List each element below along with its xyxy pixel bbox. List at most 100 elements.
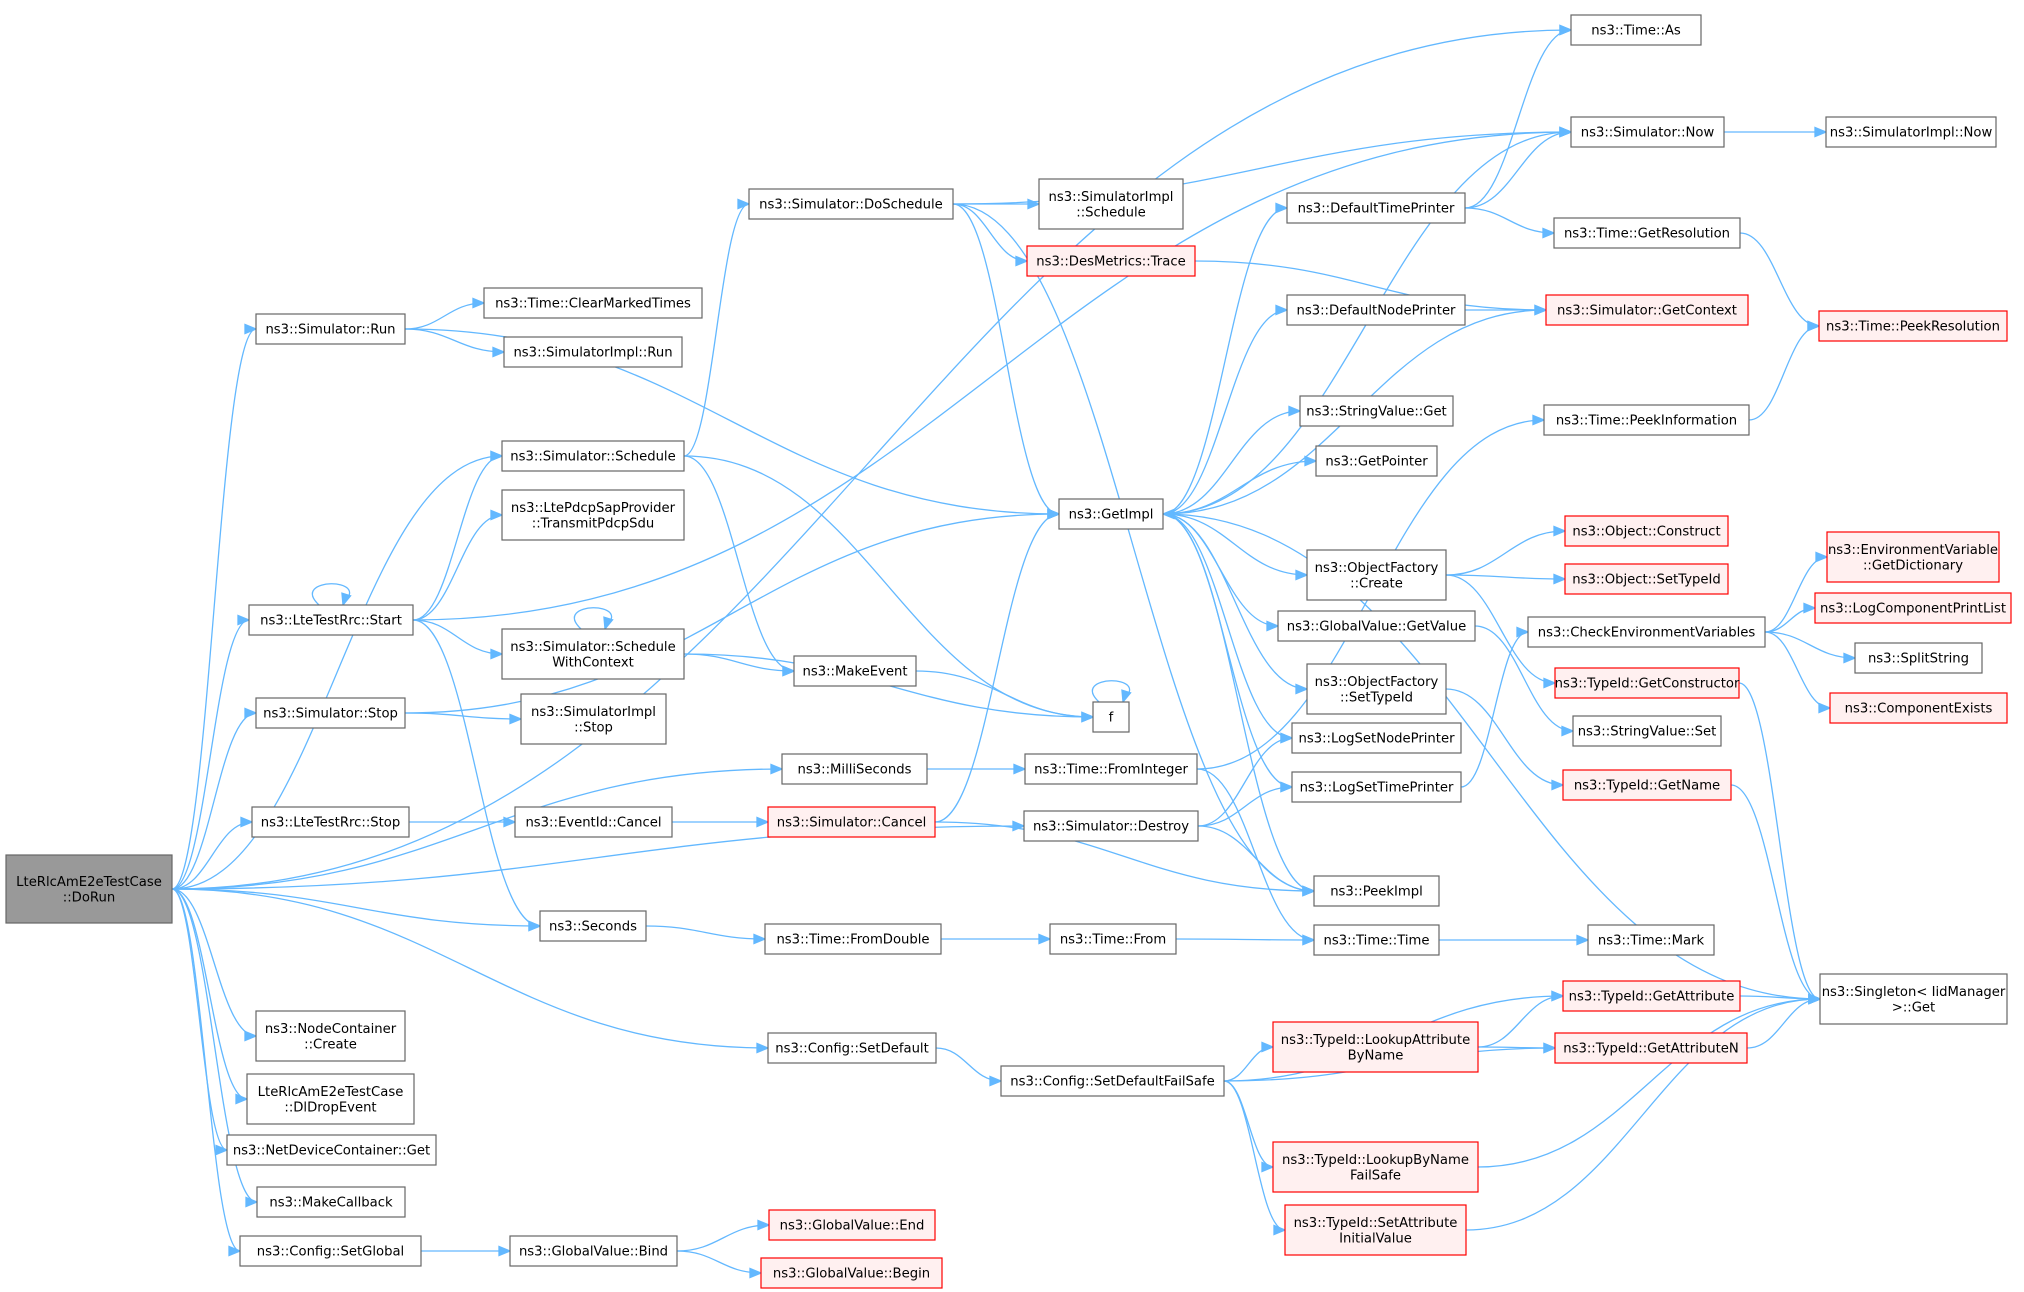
node-label: ::TransmitPdcpSdu bbox=[532, 516, 654, 531]
node-simDestroy[interactable]: ns3::Simulator::Destroy bbox=[1023, 810, 1199, 842]
node-box bbox=[1284, 1204, 1467, 1256]
node-objFactSetTypeId[interactable]: ns3::ObjectFactory::SetTypeId bbox=[1306, 663, 1447, 715]
node-box bbox=[1000, 1065, 1225, 1097]
node-typeIdGetAttrN[interactable]: ns3::TypeId::GetAttributeN bbox=[1554, 1032, 1748, 1064]
node-configSetDefault[interactable]: ns3::Config::SetDefault bbox=[767, 1032, 937, 1064]
node-timeAs[interactable]: ns3::Time::As bbox=[1570, 14, 1702, 46]
node-simStop[interactable]: ns3::Simulator::Stop bbox=[255, 697, 406, 729]
node-box bbox=[1854, 642, 1983, 674]
node-lteStart[interactable]: ns3::LteTestRrc::Start bbox=[248, 604, 414, 636]
node-peekImpl[interactable]: ns3::PeekImpl bbox=[1313, 875, 1440, 907]
node-getPointer[interactable]: ns3::GetPointer bbox=[1315, 445, 1438, 477]
node-objConstruct[interactable]: ns3::Object::Construct bbox=[1564, 515, 1729, 547]
node-stringValueSet[interactable]: ns3::StringValue::Set bbox=[1572, 715, 1722, 747]
node-getImpl[interactable]: ns3::GetImpl bbox=[1058, 498, 1164, 530]
node-box bbox=[255, 697, 406, 729]
node-fNode[interactable]: f bbox=[1092, 701, 1130, 733]
node-timePeekInfo[interactable]: ns3::Time::PeekInformation bbox=[1543, 404, 1750, 436]
node-label: ns3::NodeContainer bbox=[265, 1022, 397, 1037]
edge-line bbox=[1197, 737, 1293, 827]
node-timeFrom[interactable]: ns3::Time::From bbox=[1049, 923, 1177, 955]
node-gvEnd[interactable]: ns3::GlobalValue::End bbox=[768, 1209, 936, 1241]
node-lteStop[interactable]: ns3::LteTestRrc::Stop bbox=[251, 806, 410, 838]
node-box bbox=[1286, 294, 1466, 326]
node-milliSeconds[interactable]: ns3::MilliSeconds bbox=[781, 753, 928, 785]
node-nodeContCreate[interactable]: ns3::NodeContainer::Create bbox=[255, 1010, 406, 1062]
arrowhead bbox=[237, 614, 251, 626]
node-configSetGlobal[interactable]: ns3::Config::SetGlobal bbox=[239, 1235, 422, 1267]
node-timeMark[interactable]: ns3::Time::Mark bbox=[1587, 924, 1715, 956]
arrowhead bbox=[215, 1144, 229, 1156]
node-simImplNow[interactable]: ns3::SimulatorImpl::Now bbox=[1825, 116, 1997, 148]
node-configSetDefFS[interactable]: ns3::Config::SetDefaultFailSafe bbox=[1000, 1065, 1225, 1097]
node-label: ::DoRun bbox=[63, 890, 115, 905]
edge-line bbox=[171, 888, 257, 1037]
node-stringValueGet[interactable]: ns3::StringValue::Get bbox=[1299, 395, 1454, 427]
node-dlDropEvent[interactable]: LteRlcAmE2eTestCase::DlDropEvent bbox=[246, 1073, 415, 1125]
node-defTimePrinter[interactable]: ns3::DefaultTimePrinter bbox=[1286, 192, 1466, 224]
node-simNow[interactable]: ns3::Simulator::Now bbox=[1570, 116, 1725, 148]
node-timeGetRes[interactable]: ns3::Time::GetResolution bbox=[1553, 217, 1741, 249]
node-simSchedule[interactable]: ns3::Simulator::Schedule bbox=[501, 440, 685, 472]
node-label: ::Stop bbox=[574, 720, 613, 735]
edge-getImpl-to-defNodePrinter bbox=[1162, 304, 1289, 515]
node-gvBegin[interactable]: ns3::GlobalValue::Begin bbox=[760, 1257, 943, 1289]
edge-simRun-to-simImplRun bbox=[404, 328, 506, 358]
node-seconds[interactable]: ns3::Seconds bbox=[539, 910, 647, 942]
node-ndcGet[interactable]: ns3::NetDeviceContainer::Get bbox=[226, 1134, 437, 1166]
node-makeCallback[interactable]: ns3::MakeCallback bbox=[256, 1186, 406, 1218]
node-box bbox=[503, 336, 683, 368]
node-logSetTimePrinter[interactable]: ns3::LogSetTimePrinter bbox=[1291, 771, 1462, 803]
node-box bbox=[1587, 924, 1715, 956]
edge-getImpl-to-objFactSetTypeId bbox=[1162, 513, 1309, 695]
node-objFactCreate[interactable]: ns3::ObjectFactory::Create bbox=[1306, 549, 1447, 601]
node-simRun[interactable]: ns3::Simulator::Run bbox=[255, 313, 406, 345]
edge-line bbox=[952, 203, 1028, 262]
node-gvBind[interactable]: ns3::GlobalValue::Bind bbox=[509, 1235, 678, 1267]
node-simDoSchedule[interactable]: ns3::Simulator::DoSchedule bbox=[748, 188, 954, 220]
node-logSetNodePrinter[interactable]: ns3::LogSetNodePrinter bbox=[1291, 722, 1462, 754]
node-timeClearMarked[interactable]: ns3::Time::ClearMarkedTimes bbox=[483, 287, 703, 319]
node-eventCancel[interactable]: ns3::EventId::Cancel bbox=[514, 806, 673, 838]
node-label: ns3::GlobalValue::Begin bbox=[773, 1267, 930, 1282]
node-simImplSchedule[interactable]: ns3::SimulatorImpl::Schedule bbox=[1038, 178, 1184, 230]
node-compExists[interactable]: ns3::ComponentExists bbox=[1829, 692, 2008, 724]
node-logCompPrint[interactable]: ns3::LogComponentPrintList bbox=[1814, 592, 2012, 624]
node-box bbox=[1023, 810, 1199, 842]
node-label: ns3::GlobalValue::GetValue bbox=[1287, 620, 1466, 635]
node-splitString[interactable]: ns3::SplitString bbox=[1854, 642, 1983, 674]
node-typeIdGetCtor[interactable]: ns3::TypeId::GetConstructor bbox=[1554, 667, 1740, 699]
node-objSetTypeId[interactable]: ns3::Object::SetTypeId bbox=[1564, 563, 1729, 595]
edge-line bbox=[1764, 631, 1831, 709]
node-desTrace[interactable]: ns3::DesMetrics::Trace bbox=[1026, 245, 1196, 277]
node-defNodePrinter[interactable]: ns3::DefaultNodePrinter bbox=[1286, 294, 1466, 326]
node-typeIdGetName[interactable]: ns3::TypeId::GetName bbox=[1562, 769, 1732, 801]
node-typeIdGetAttr[interactable]: ns3::TypeId::GetAttribute bbox=[1562, 980, 1741, 1012]
node-gvGetValue[interactable]: ns3::GlobalValue::GetValue bbox=[1277, 610, 1476, 642]
arrowhead bbox=[1553, 525, 1567, 537]
node-ltePdcp[interactable]: ns3::LtePdcpSapProvider::TransmitPdcpSdu bbox=[501, 489, 685, 541]
node-label: ns3::SimulatorImpl bbox=[1049, 190, 1174, 205]
node-label: ns3::Simulator::Destroy bbox=[1033, 820, 1189, 835]
node-root[interactable]: LteRlcAmE2eTestCase::DoRun bbox=[5, 854, 173, 924]
node-box bbox=[1291, 771, 1462, 803]
node-simImplRun[interactable]: ns3::SimulatorImpl::Run bbox=[503, 336, 683, 368]
node-box bbox=[246, 1073, 415, 1125]
node-makeEvent[interactable]: ns3::MakeEvent bbox=[793, 655, 917, 687]
node-timePeekRes[interactable]: ns3::Time::PeekResolution bbox=[1818, 310, 2008, 342]
node-timeFromInt[interactable]: ns3::Time::FromInteger bbox=[1024, 753, 1198, 785]
node-simImplStop[interactable]: ns3::SimulatorImpl::Stop bbox=[520, 693, 667, 745]
node-label: ns3::Simulator::Stop bbox=[263, 707, 398, 722]
node-singletonGet[interactable]: ns3::Singleton< IidManager>::Get bbox=[1819, 973, 2008, 1025]
node-timeFromDouble[interactable]: ns3::Time::FromDouble bbox=[764, 923, 942, 955]
node-simCancel[interactable]: ns3::Simulator::Cancel bbox=[767, 806, 936, 838]
node-timeTime[interactable]: ns3::Time::Time bbox=[1313, 924, 1440, 956]
node-envGetDict[interactable]: ns3::EnvironmentVariable::GetDictionary bbox=[1826, 531, 2000, 583]
node-checkEnv[interactable]: ns3::CheckEnvironmentVariables bbox=[1527, 616, 1766, 648]
edge-line bbox=[1477, 998, 1821, 1168]
node-simGetContext[interactable]: ns3::Simulator::GetContext bbox=[1545, 294, 1749, 326]
